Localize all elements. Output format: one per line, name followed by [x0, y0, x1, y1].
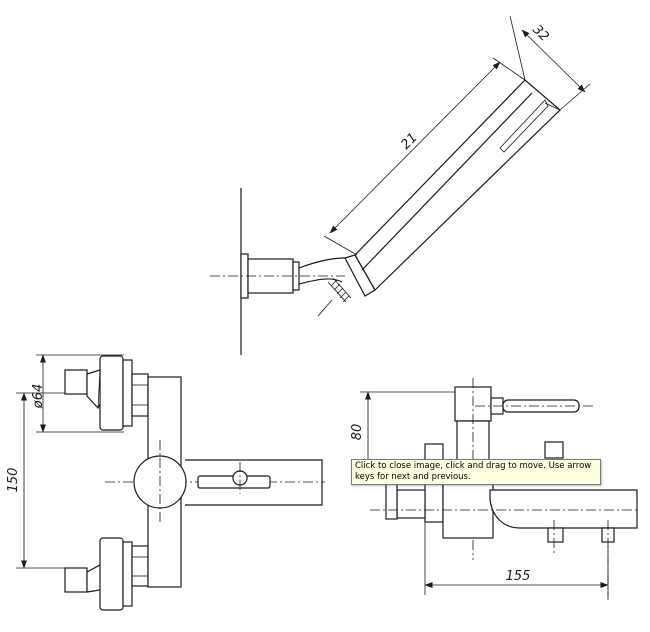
side-view [360, 378, 640, 600]
dim-spout-reach: 155 [506, 569, 531, 584]
hand-shower-view [210, 15, 591, 355]
dim-connection-diameter: ø64 [31, 384, 46, 410]
dim-center-distance: 150 [6, 468, 21, 493]
tooltip-text: Click to close image, click and drag to … [355, 461, 592, 482]
dim-spout-height: 80 [350, 424, 365, 441]
front-view [16, 354, 325, 611]
hose-thread [317, 277, 352, 317]
dim-hand-shower-diameter: 32 [529, 22, 551, 44]
image-viewer-tooltip[interactable]: Click to close image, click and drag to … [351, 459, 601, 485]
dim-hand-shower-length: 21 [398, 130, 420, 152]
